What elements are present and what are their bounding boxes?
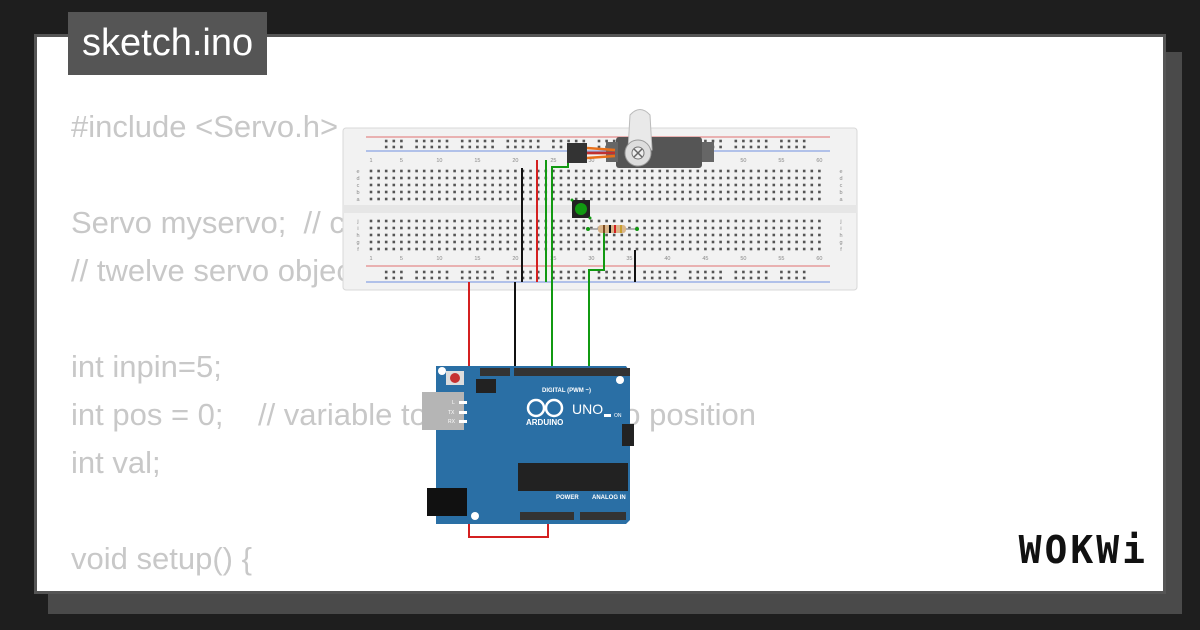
breadboard: 1155101015152020252530303535404045455050… bbox=[342, 127, 858, 291]
breadboard-row-letter: c bbox=[840, 183, 843, 189]
breadboard-column-number: 15 bbox=[474, 256, 480, 262]
breadboard-row-letter: a bbox=[839, 197, 843, 203]
breadboard-column-number: 25 bbox=[550, 158, 556, 164]
breadboard-column-number: 15 bbox=[474, 158, 480, 164]
file-title: sketch.ino bbox=[68, 12, 268, 75]
breadboard-column-number: 60 bbox=[816, 256, 822, 262]
breadboard-column-number: 60 bbox=[816, 158, 822, 164]
breadboard-row-letter: b bbox=[356, 190, 359, 196]
breadboard-row-letter: g bbox=[839, 240, 842, 246]
breadboard-row-letter: d bbox=[356, 176, 359, 182]
breadboard-row-letter: e bbox=[356, 169, 359, 175]
arduino-brand: ARDUINO bbox=[526, 418, 563, 427]
analog-header-label: ANALOG IN bbox=[592, 495, 626, 501]
code-line: void setup() { bbox=[71, 541, 252, 576]
breadboard-column-number: 55 bbox=[778, 256, 784, 262]
breadboard-column-number: 5 bbox=[400, 158, 403, 164]
power-header-label: POWER bbox=[556, 495, 579, 501]
led-label-on: ON bbox=[614, 413, 622, 419]
breadboard-column-number: 10 bbox=[436, 158, 442, 164]
breadboard-row-letter: i bbox=[840, 226, 841, 232]
breadboard-column-number: 30 bbox=[588, 158, 594, 164]
breadboard-column-number: 1 bbox=[369, 256, 372, 262]
breadboard-holes bbox=[369, 139, 821, 280]
arduino-uno: UNO ARDUINO DIGITAL (PWM ~) POWER ANALOG… bbox=[422, 366, 634, 524]
breadboard-column-number: 45 bbox=[702, 256, 708, 262]
digital-header-label: DIGITAL (PWM ~) bbox=[542, 388, 591, 394]
breadboard-column-number: 50 bbox=[740, 256, 746, 262]
breadboard-row-letter: j bbox=[839, 219, 841, 225]
arduino-model: UNO bbox=[572, 401, 603, 417]
breadboard-row-letter: h bbox=[839, 233, 842, 239]
breadboard-column-number: 50 bbox=[740, 158, 746, 164]
breadboard-row-letter: g bbox=[356, 240, 359, 246]
breadboard-column-number: 30 bbox=[588, 256, 594, 262]
code-line: #include <Servo.h> bbox=[71, 109, 339, 144]
breadboard-column-number: 25 bbox=[550, 256, 556, 262]
breadboard-column-number: 1 bbox=[369, 158, 372, 164]
code-line: int inpin=5; bbox=[71, 349, 222, 384]
breadboard-row-letter: b bbox=[839, 190, 842, 196]
led-label-rx: RX bbox=[448, 419, 456, 425]
breadboard-row-letter: a bbox=[356, 197, 360, 203]
breadboard-column-number: 20 bbox=[512, 158, 518, 164]
led-label-tx: TX bbox=[448, 410, 455, 416]
breadboard-row-letter: i bbox=[357, 226, 358, 232]
led-label-l: L bbox=[452, 400, 455, 406]
breadboard-column-number: 10 bbox=[436, 256, 442, 262]
breadboard-column-number: 40 bbox=[664, 256, 670, 262]
breadboard-column-number: 5 bbox=[400, 256, 403, 262]
push-button bbox=[570, 198, 592, 220]
breadboard-row-letter: j bbox=[356, 219, 358, 225]
breadboard-row-letter: c bbox=[357, 183, 360, 189]
breadboard-row-letter: h bbox=[356, 233, 359, 239]
resistor bbox=[586, 225, 639, 233]
servo-motor bbox=[567, 109, 714, 168]
breadboard-row-letter: f bbox=[357, 247, 359, 253]
breadboard-row-letter: f bbox=[840, 247, 842, 253]
breadboard-column-number: 55 bbox=[778, 158, 784, 164]
breadboard-row-letter: d bbox=[839, 176, 842, 182]
code-line: int val; bbox=[71, 445, 161, 480]
breadboard-column-number: 20 bbox=[512, 256, 518, 262]
breadboard-row-letter: e bbox=[839, 169, 842, 175]
wire-green-pin5 bbox=[588, 230, 605, 370]
wokwi-logo: WOKWi bbox=[1018, 528, 1148, 572]
code-line: myservo.attach(9); // attaches the servo… bbox=[71, 583, 1022, 591]
breadboard-column-number: 35 bbox=[626, 256, 632, 262]
